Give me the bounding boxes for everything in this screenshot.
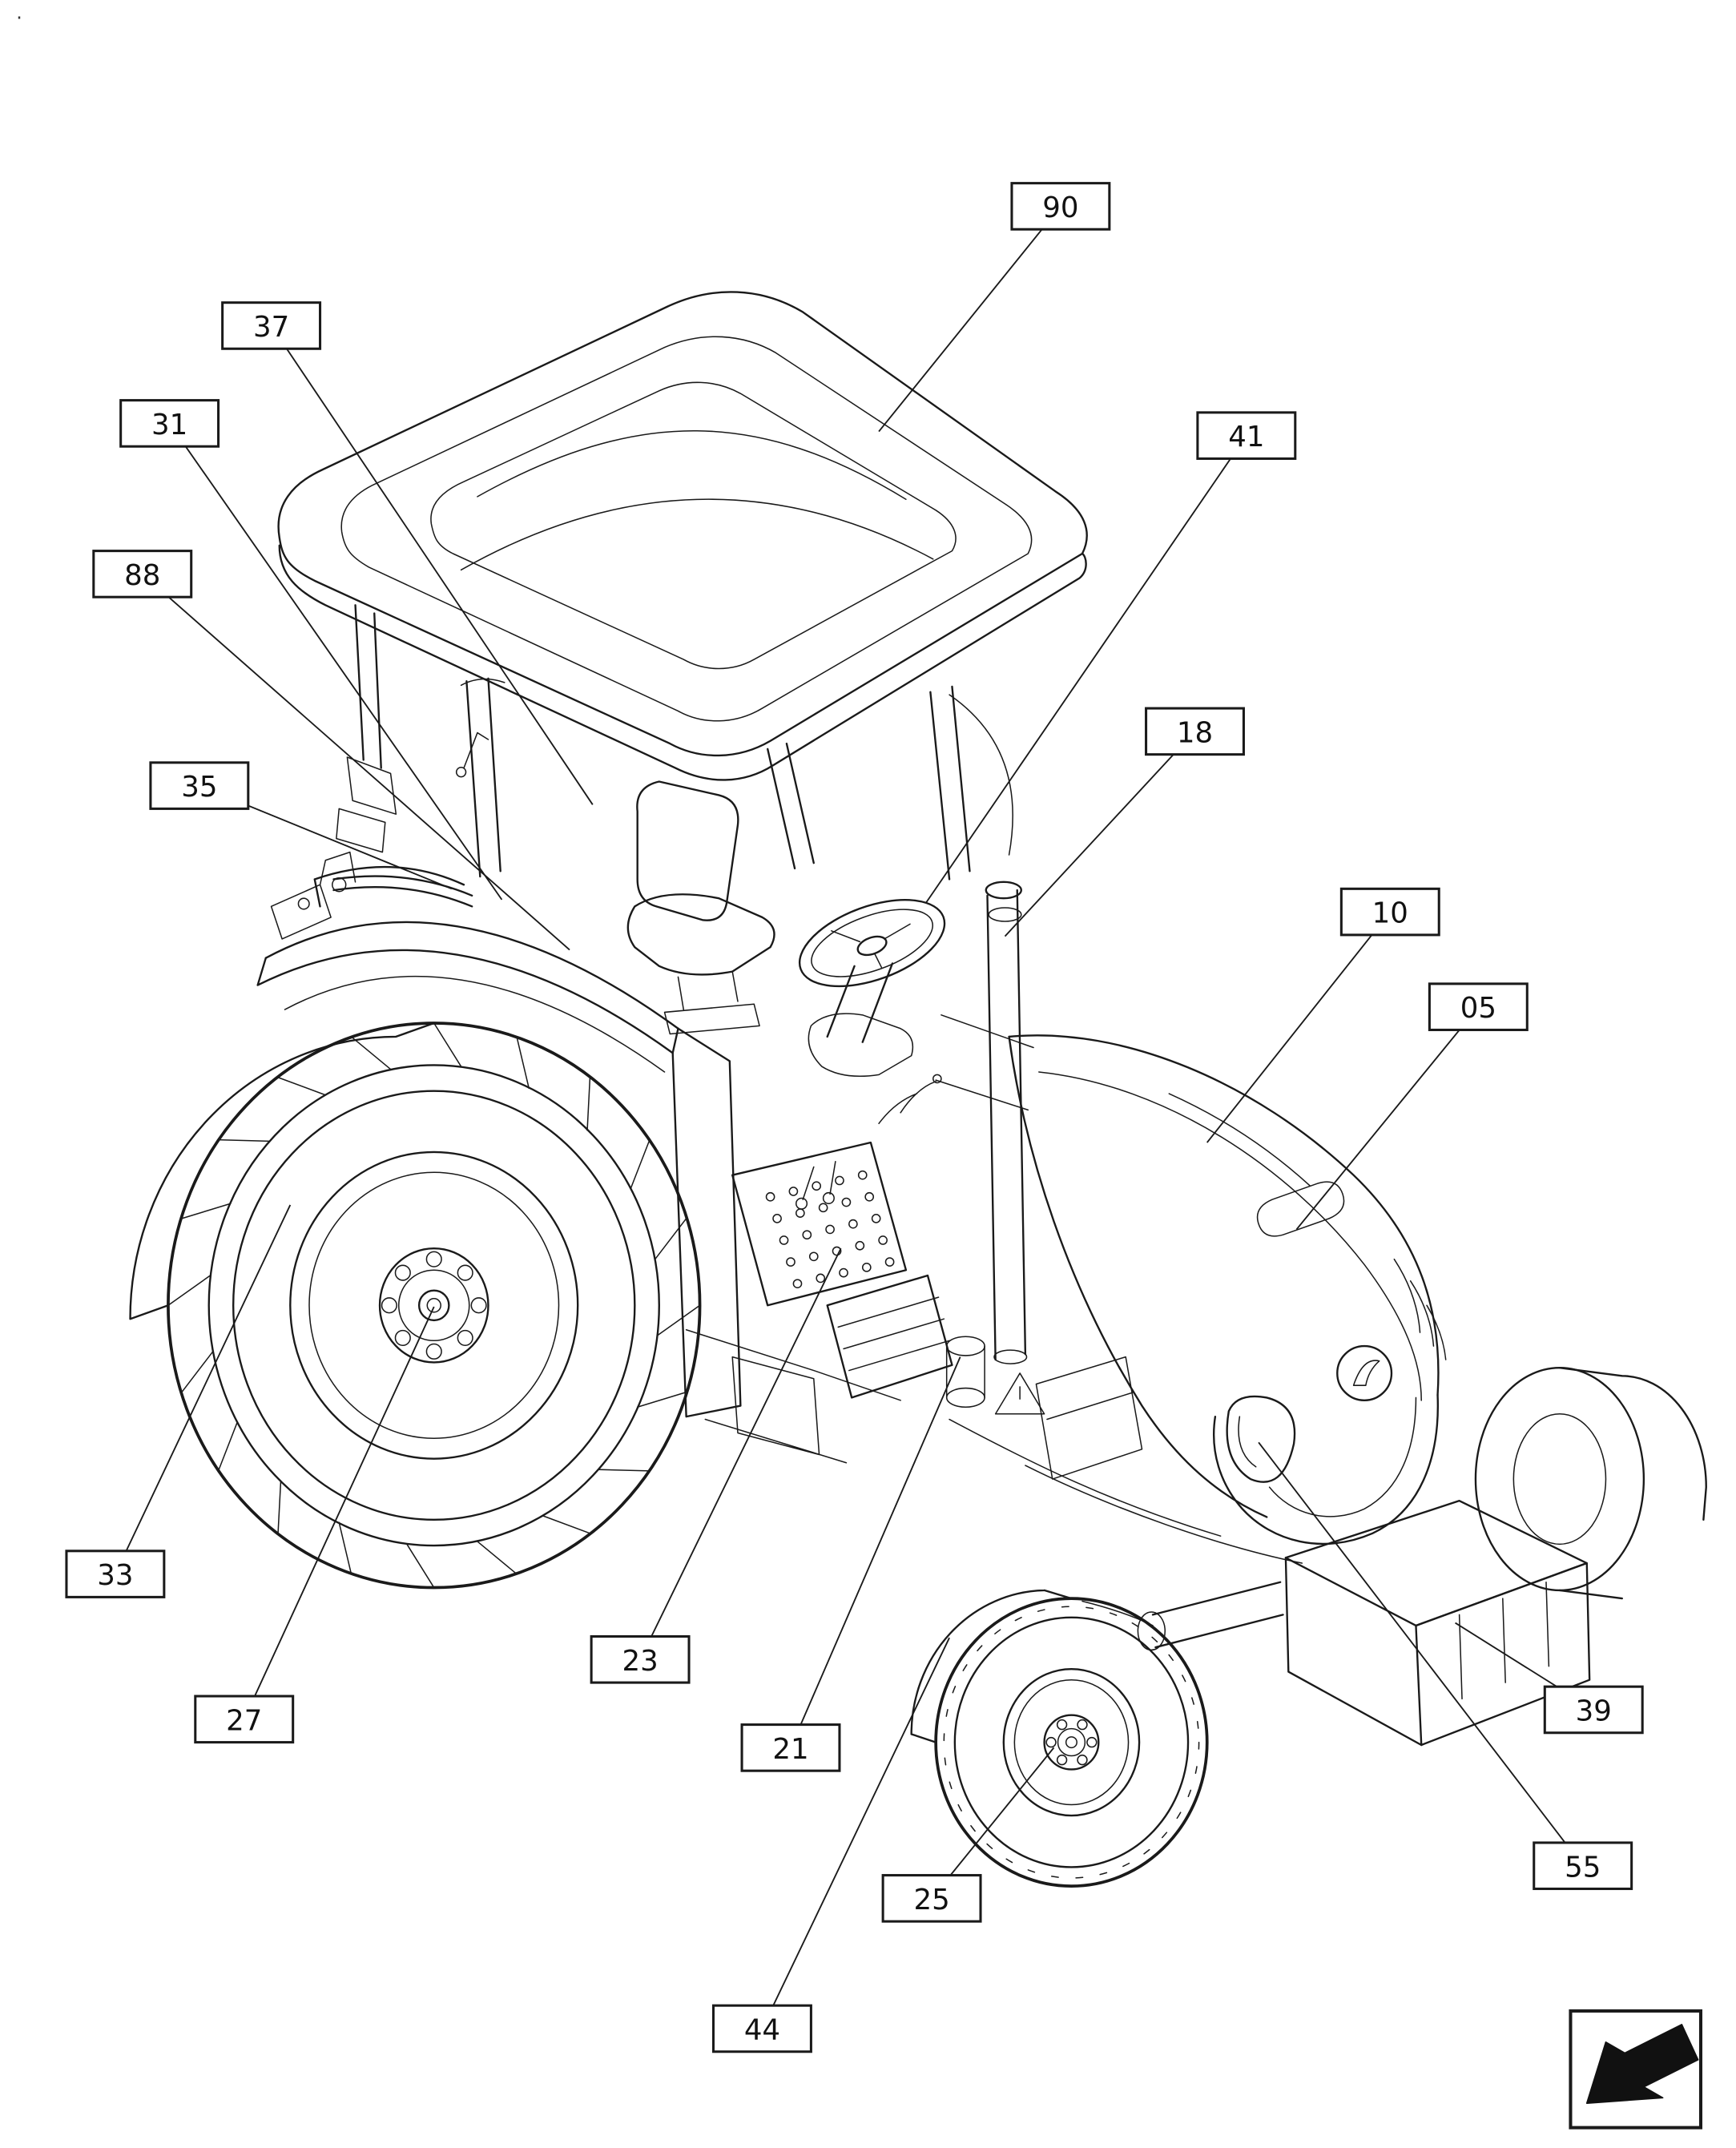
front-axle <box>1081 1581 1284 1651</box>
callout-box[interactable] <box>65 1550 166 1598</box>
far-front-wheel <box>1474 1366 1707 1600</box>
leader-line <box>142 573 570 951</box>
callout-27[interactable]: 27 <box>194 1306 435 1744</box>
callout-box[interactable] <box>1533 1841 1633 1891</box>
callout-label: 18 <box>1177 716 1213 749</box>
callout-label: 39 <box>1576 1695 1612 1728</box>
callout-25[interactable]: 25 <box>881 1747 1055 1923</box>
callout-41[interactable]: 41 <box>925 411 1297 903</box>
leader-line <box>1258 1441 1584 1867</box>
callout-35[interactable]: 35 <box>149 761 453 890</box>
headlight <box>1226 1395 1296 1483</box>
grille-emblem <box>1336 1344 1393 1402</box>
callout-label: 37 <box>253 311 289 344</box>
underbody <box>685 1328 901 1464</box>
callout-box[interactable] <box>590 1634 691 1684</box>
callout-10[interactable]: 10 <box>1206 887 1440 1143</box>
engine-bay-components <box>945 1336 1303 1564</box>
leader-line <box>115 1204 292 1574</box>
platform-steps <box>731 1141 953 1399</box>
leader-line <box>639 1247 842 1660</box>
leader-line <box>1295 1006 1480 1231</box>
callout-label: 55 <box>1565 1851 1601 1884</box>
engine-hood <box>935 1014 1447 1546</box>
rear-fender <box>256 921 742 1418</box>
front-wheel <box>910 1589 1209 1888</box>
callout-label: 35 <box>181 771 217 804</box>
callout-39[interactable]: 39 <box>1455 1622 1644 1735</box>
callout-55[interactable]: 55 <box>1258 1441 1633 1891</box>
callout-21[interactable]: 21 <box>740 1356 961 1772</box>
callout-18[interactable]: 18 <box>1004 707 1245 937</box>
callout-88[interactable]: 88 <box>92 550 570 951</box>
callout-box[interactable] <box>1010 182 1111 231</box>
operator-seat <box>626 780 942 1210</box>
leader-line <box>1206 911 1392 1143</box>
callout-box[interactable] <box>1543 1685 1644 1735</box>
callout-label: 41 <box>1228 421 1264 453</box>
callout-box[interactable] <box>711 2004 812 2053</box>
callout-box[interactable] <box>1145 707 1245 756</box>
callout-label: 23 <box>622 1645 658 1678</box>
callout-box[interactable] <box>881 1874 982 1923</box>
rear-hitch <box>270 851 473 940</box>
callout-box[interactable] <box>221 301 322 350</box>
leader-line <box>931 1747 1055 1899</box>
callout-box[interactable] <box>1196 411 1297 460</box>
callout-05[interactable]: 05 <box>1295 982 1529 1231</box>
callout-label: 88 <box>124 559 160 592</box>
callout-label: 05 <box>1460 992 1496 1025</box>
callout-label: 27 <box>226 1704 262 1737</box>
callout-label: 31 <box>151 409 187 441</box>
leader-line <box>790 1356 961 1748</box>
leader-line <box>1004 731 1196 937</box>
rops-frame <box>313 604 1013 908</box>
callout-label: 21 <box>772 1733 808 1766</box>
tractor-illustration <box>129 291 1707 1888</box>
callout-90[interactable]: 90 <box>878 182 1111 433</box>
front-weight <box>1284 1499 1591 1747</box>
callout-label: 44 <box>744 2014 780 2047</box>
leader-line <box>168 422 503 901</box>
callout-37[interactable]: 37 <box>221 301 594 805</box>
canopy-roof <box>277 291 1088 781</box>
callout-box[interactable] <box>149 761 250 810</box>
callout-label: 10 <box>1372 897 1408 930</box>
callout-label: 90 <box>1042 191 1078 224</box>
callout-33[interactable]: 33 <box>65 1204 292 1598</box>
leader-line <box>925 435 1247 903</box>
callout-31[interactable]: 31 <box>119 399 503 901</box>
callout-box[interactable] <box>92 550 193 598</box>
callout-box[interactable] <box>194 1695 295 1744</box>
leader-line <box>878 205 1061 433</box>
page-turn-arrow-icon <box>1585 2024 1699 2104</box>
page-nav-button[interactable] <box>1569 2009 1703 2130</box>
leader-line <box>761 1637 950 2029</box>
exhaust-stack <box>985 881 1045 1415</box>
callout-box[interactable] <box>740 1723 841 1772</box>
callout-box[interactable] <box>119 399 220 448</box>
leader-line <box>270 324 594 805</box>
callout-44[interactable]: 44 <box>711 1637 950 2053</box>
callout-box[interactable] <box>1339 887 1440 937</box>
leader-line <box>243 1306 435 1720</box>
rear-wheel <box>129 1022 702 1590</box>
callout-box[interactable] <box>1428 982 1529 1031</box>
steering-wheel <box>798 899 946 1077</box>
callout-label: 25 <box>913 1884 949 1916</box>
callout-23[interactable]: 23 <box>590 1247 842 1684</box>
callout-label: 33 <box>97 1559 133 1592</box>
corner-mark: . <box>16 2 22 24</box>
